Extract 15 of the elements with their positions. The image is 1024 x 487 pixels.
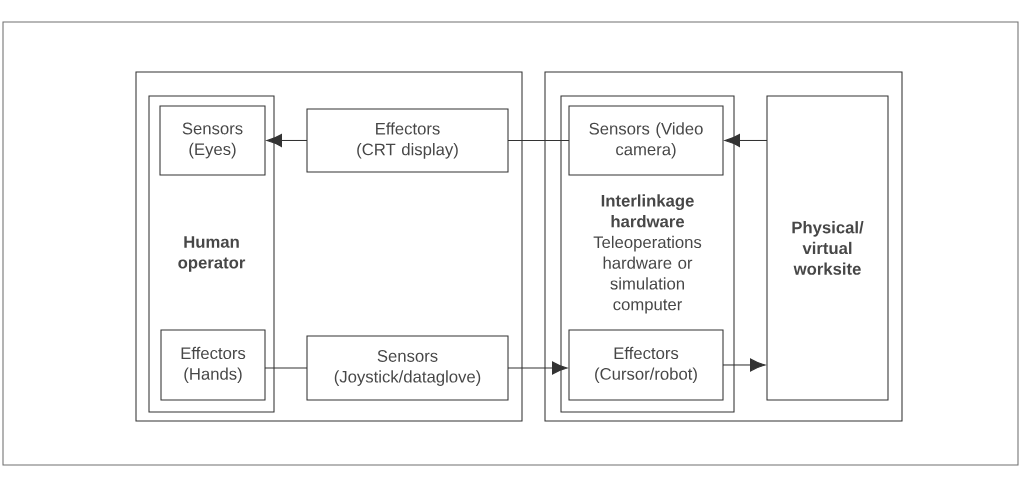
component-box: Sensors (Video camera) [568, 105, 724, 176]
arrow [266, 133, 308, 148]
connector-line [507, 139, 570, 141]
worksite-box: Physical/virtual worksite [766, 95, 889, 401]
arrow [722, 358, 766, 372]
connector-line [264, 367, 308, 369]
component-box: Sensors (Eyes) [159, 105, 266, 176]
panel-box [135, 71, 523, 422]
component-box: Effectors (Cursor/robot) [568, 329, 724, 401]
component-box: Sensors (Joystick/dataglove) [306, 335, 509, 401]
component-box: Effectors (CRT display) [306, 108, 509, 173]
component-box: Effectors (Hands) [160, 329, 266, 401]
arrow [507, 361, 568, 375]
arrow [724, 133, 768, 148]
panel-box [544, 71, 903, 422]
